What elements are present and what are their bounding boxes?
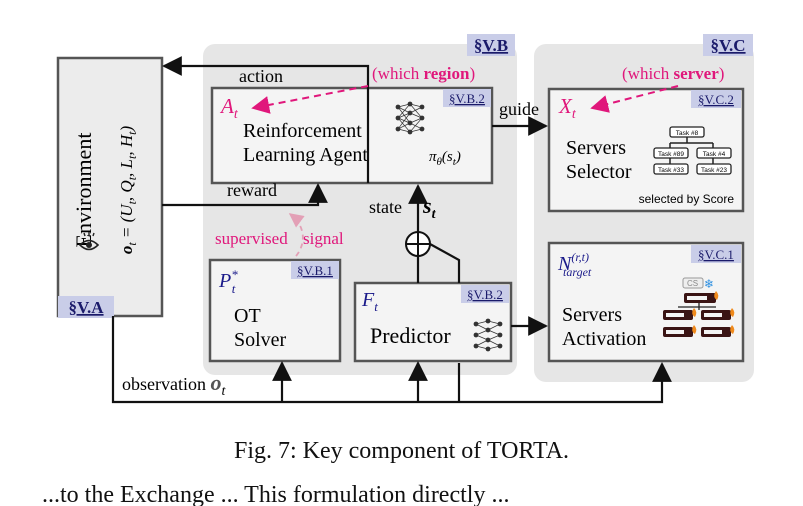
svg-text:Task #23: Task #23 [701, 167, 727, 174]
servers-activation-box: §V.C.1 N(r,t)target Servers Activation C… [547, 241, 745, 363]
activation-label-line1: Servers [562, 304, 622, 326]
which-region-label: (which region) [372, 64, 475, 83]
signal-label: signal [303, 229, 344, 248]
state-label: state [369, 197, 402, 217]
section-tag-vb2-predictor: §V.B.2 [467, 287, 503, 302]
svg-text:Task #89: Task #89 [658, 151, 684, 158]
activation-label-line2: Activation [562, 328, 646, 350]
selector-note: selected by Score [639, 192, 735, 206]
observation-equation: ot = (Ut, Qt, Lt, Ht) [117, 126, 139, 255]
reward-arrow [162, 183, 328, 207]
guide-label: guide [499, 99, 539, 119]
agent-symbol: At [219, 94, 239, 122]
environment-title: Environment [71, 133, 96, 248]
selector-label-line1: Servers [566, 137, 626, 159]
supervised-signal-arrow [288, 213, 305, 257]
fire-icon [692, 308, 697, 317]
ot-solver-box: §V.B.1 P*t OT Solver [208, 258, 342, 363]
figure-caption: Fig. 7: Key component of TORTA. [233, 438, 570, 464]
task-node [669, 126, 705, 138]
svg-text:§V.C: §V.C [710, 36, 745, 55]
section-tag-vc1: §V.C.1 [698, 247, 734, 262]
cut-off-body-text: ...to the Exchange ... This formulation … [42, 482, 510, 506]
policy-label: πθ(st) [429, 149, 461, 168]
solver-symbol: P*t [218, 267, 238, 296]
fire-icon [692, 325, 697, 334]
solver-label-line2: Solver [234, 329, 287, 351]
solver-label-line1: OT [234, 305, 261, 327]
servers-selector-box: §V.C.2 Xt Servers Selector selected by S… [547, 87, 745, 213]
rl-agent-box: §V.B.2 At Reinforcement Learning Agent π… [210, 86, 494, 185]
environment-box: Environment ot = (Ut, Qt, Lt, Ht) §V.A [56, 56, 164, 318]
supervised-label: supervised [215, 229, 288, 248]
sum-node [405, 231, 431, 257]
observation-label: observation ot [122, 370, 226, 399]
agent-label-line2: Learning Agent [243, 144, 368, 166]
selector-symbol: Xt [558, 94, 577, 122]
which-server-label: (which server) [622, 64, 724, 83]
selector-label-line2: Selector [566, 161, 632, 183]
task-node [653, 163, 689, 175]
reward-label: reward [227, 180, 277, 200]
snowflake-icon: ❄ [704, 277, 714, 291]
task-node [696, 163, 732, 175]
server-rack-icon: CS ❄ [663, 277, 735, 337]
task-tree-icon: Task #8 Task #89 Task #4 Task #33 Task #… [653, 126, 732, 175]
eye-icon [78, 232, 100, 251]
agent-label-line1: Reinforcement [243, 120, 362, 142]
state-symbol: st [422, 193, 437, 222]
cs-badge: CS [687, 279, 698, 288]
action-label: action [239, 66, 283, 86]
svg-text:Task #8: Task #8 [676, 130, 699, 137]
region-pointer-arrow [251, 85, 369, 114]
predictor-box: §V.B.2 Ft Predictor [353, 281, 513, 363]
svg-text:Task #33: Task #33 [658, 167, 684, 174]
task-node [696, 147, 732, 159]
neural-network-icon [395, 101, 425, 135]
section-tag-vc2: §V.C.2 [698, 92, 734, 107]
fire-icon [714, 291, 719, 300]
svg-text:Task #4: Task #4 [703, 151, 726, 158]
predictor-symbol: Ft [361, 289, 378, 314]
neural-network-icon [473, 318, 503, 352]
section-tag-vb: §V.B [467, 34, 515, 56]
observation-bus [111, 316, 672, 404]
fire-icon [730, 308, 735, 317]
task-node [653, 147, 689, 159]
section-tag-vb1: §V.B.1 [297, 263, 333, 278]
server-pointer-arrow [590, 85, 679, 113]
predictor-label: Predictor [370, 323, 451, 348]
predictor-side-to-sum [429, 243, 461, 283]
section-tag-va: §V.A [68, 298, 104, 317]
action-arrow [162, 56, 370, 183]
section-tag-vb2-agent: §V.B.2 [449, 91, 485, 106]
fire-icon [730, 325, 735, 334]
svg-text:§V.B: §V.B [474, 36, 508, 55]
activation-symbol: N(r,t)target [557, 250, 592, 279]
section-tag-vc: §V.C [703, 34, 753, 56]
